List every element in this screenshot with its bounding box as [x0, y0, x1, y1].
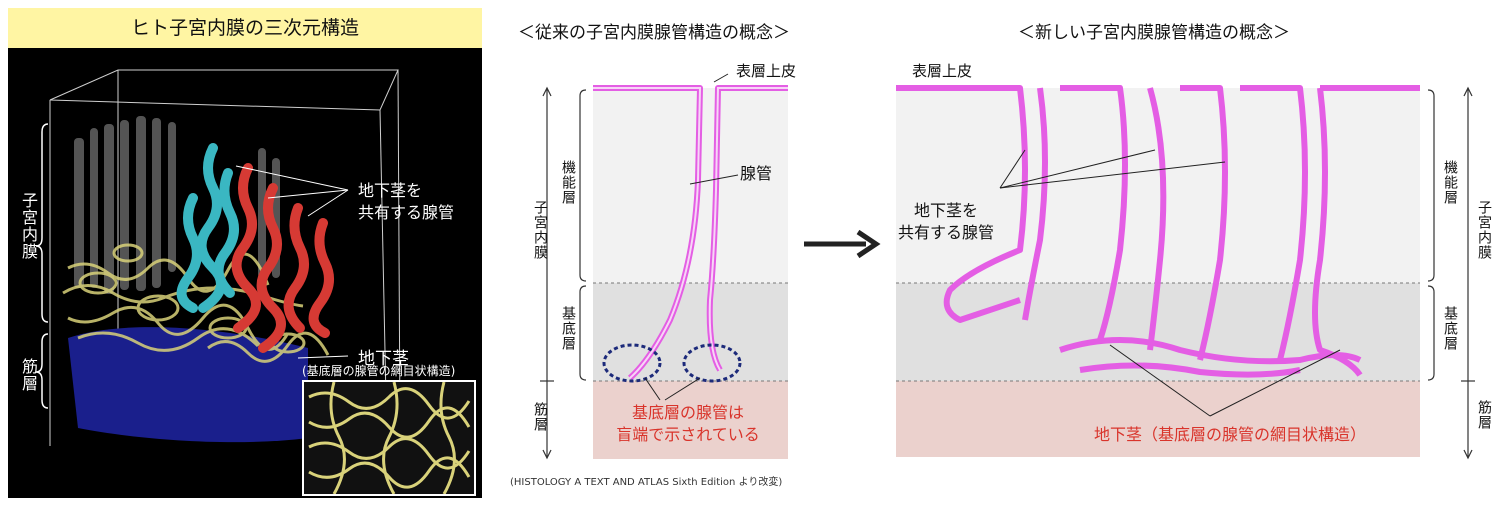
muscle-label: 筋層 [532, 402, 548, 432]
basal-layer [593, 283, 788, 381]
panel-title: ＜従来の子宮内膜腺管構造の概念＞ [518, 23, 790, 43]
inset-caption: (基底層の腺管の網目状構造) [302, 364, 456, 378]
gland-network [896, 85, 1420, 378]
inset-network [308, 381, 471, 495]
shared-rhizome-label: 地下茎を 共有する腺管 [358, 181, 455, 222]
wireframe-box [49, 69, 401, 497]
brackets [35, 123, 49, 409]
leader-lines [644, 73, 739, 401]
functional-layer-label: 機能層 [560, 160, 576, 205]
muscle-layer-render [68, 327, 308, 443]
endometrium-label: 子宮内膜 [532, 200, 548, 260]
red-glands-render [231, 163, 334, 353]
gland-fill [593, 87, 788, 379]
inset-image [302, 380, 476, 496]
3d-render-image [35, 69, 401, 497]
muscle-layer [896, 381, 1420, 457]
surface-epithelium-label: 表層上皮 [736, 62, 797, 80]
blind-end-caption: 基底層の腺管は 盲端で示されている [616, 403, 760, 444]
panel-title: ヒト子宮内膜の三次元構造 [8, 8, 482, 48]
endometrium-label: 子宮内膜 [19, 192, 38, 260]
layer-brackets [540, 86, 587, 460]
3d-structure-panel: ヒト子宮内膜の三次元構造 [8, 8, 482, 498]
shared-rhizome-label: 地下茎を 共有する腺管 [898, 201, 995, 242]
arrow-right-icon [804, 229, 881, 259]
basal-layer-label: 基底層 [560, 306, 576, 351]
layer-brackets [1427, 86, 1475, 460]
rhizome-label: 地下茎 [358, 349, 409, 369]
rhizome-caption: 地下茎（基底層の腺管の網目状構造） [1093, 425, 1366, 444]
basal-layer-label: 基底層 [1442, 306, 1458, 351]
leader-lines [235, 165, 349, 359]
endometrium-label: 子宮内膜 [1476, 200, 1492, 260]
muscle-label: 筋層 [1476, 400, 1492, 430]
new-concept-diagram [896, 85, 1475, 460]
muscle-label: 筋層 [19, 358, 38, 392]
leader-lines [999, 149, 1341, 417]
panel-title: ＜新しい子宮内膜腺管構造の概念＞ [1018, 23, 1290, 43]
functional-layer-label: 機能層 [1442, 160, 1458, 205]
basal-network-render [62, 243, 330, 363]
blind-end-markers [602, 343, 742, 383]
surface-epithelium-label: 表層上皮 [912, 62, 973, 80]
muscle-layer [593, 381, 788, 459]
cyan-glands-render [176, 143, 239, 313]
gland-label: 腺管 [740, 164, 773, 183]
conventional-diagram [540, 73, 788, 460]
source-note: (HISTOLOGY A TEXT AND ATLAS Sixth Editio… [510, 477, 783, 488]
